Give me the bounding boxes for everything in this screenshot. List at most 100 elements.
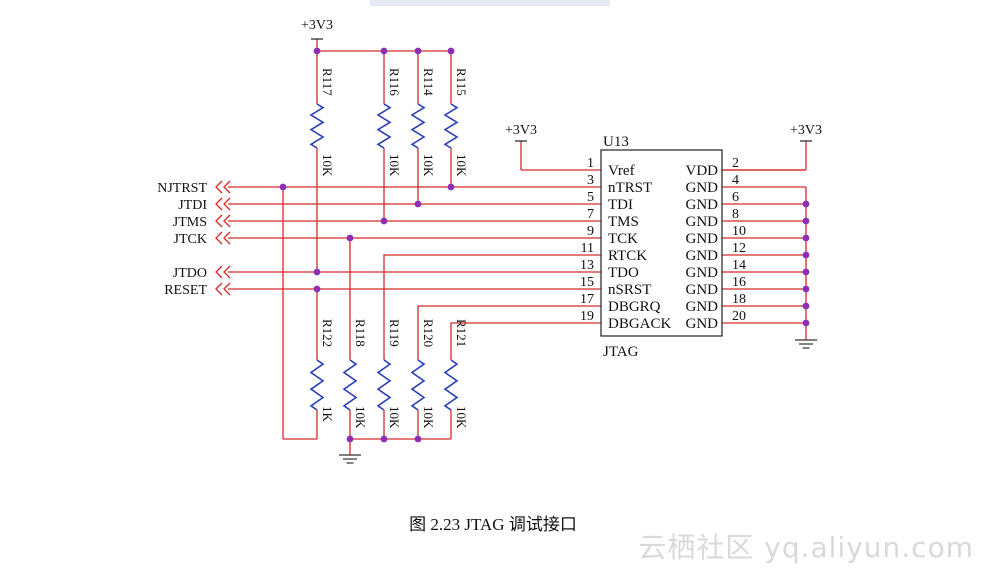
resistor-r118 bbox=[342, 359, 358, 411]
pin-number-right: 6 bbox=[732, 190, 739, 205]
pin-name-right: GND bbox=[686, 231, 719, 247]
pin-number-left: 11 bbox=[581, 241, 594, 256]
junction-dot bbox=[380, 217, 388, 225]
pin-name-right: GND bbox=[686, 197, 719, 213]
chevron-stroke bbox=[215, 214, 223, 228]
resistor-value-label: 10K bbox=[353, 406, 368, 429]
chevron-stroke bbox=[223, 282, 231, 296]
signal-chevron bbox=[215, 265, 231, 279]
resistor-ref-label: R116 bbox=[387, 68, 402, 96]
wire-dbgack-to-r121 bbox=[450, 322, 601, 360]
wire-rtck-to-r119 bbox=[383, 254, 530, 360]
pin-name-left: DBGRQ bbox=[608, 299, 661, 315]
pin-number-right: 4 bbox=[732, 173, 739, 188]
junction-dot bbox=[802, 234, 810, 242]
pin-number-right: 20 bbox=[732, 309, 746, 324]
resistor-value-label: 10K bbox=[454, 406, 469, 429]
junction-layer bbox=[279, 47, 810, 443]
junction-dot bbox=[380, 47, 388, 55]
resistor-value-label: 10K bbox=[421, 406, 436, 429]
resistor-ref-label: R119 bbox=[387, 319, 402, 347]
signal-chevron bbox=[215, 231, 231, 245]
pin-name-right: GND bbox=[686, 248, 719, 264]
pin-name-left: RTCK bbox=[608, 248, 647, 264]
chevron-stroke bbox=[223, 214, 231, 228]
resistor-value-label: 1K bbox=[320, 406, 335, 423]
chevron-stroke bbox=[223, 180, 231, 194]
signal-label-jtck: JTCK bbox=[174, 232, 207, 247]
chevron-stroke bbox=[215, 231, 223, 245]
pin-number-left: 9 bbox=[587, 224, 594, 239]
junction-dot bbox=[802, 217, 810, 225]
label-layer: +3V3 R117 10K R116 10K R114 10K R115 10K NJTRST JT… bbox=[157, 18, 822, 429]
resistor-r115 bbox=[443, 103, 459, 149]
pin-name-left: TCK bbox=[608, 231, 638, 247]
resistor-ref-label: R114 bbox=[421, 68, 436, 96]
resistor-ref-label: R117 bbox=[320, 68, 335, 96]
junction-dot bbox=[414, 200, 422, 208]
resistor-value-label: 10K bbox=[320, 154, 335, 177]
pin-number-left: 13 bbox=[580, 258, 594, 273]
pin-name-left: TDO bbox=[608, 265, 639, 281]
signal-label-njtrst: NJTRST bbox=[157, 181, 207, 196]
junction-dot bbox=[447, 183, 455, 191]
signal-chevron bbox=[215, 282, 231, 296]
pin-number-left: 7 bbox=[587, 207, 594, 222]
resistor-ref-label: R121 bbox=[454, 319, 469, 347]
junction-dot bbox=[346, 435, 354, 443]
resistor-value-label: 10K bbox=[421, 154, 436, 177]
junction-dot bbox=[346, 234, 354, 242]
junction-dot bbox=[313, 268, 321, 276]
signal-label-jtdo: JTDO bbox=[173, 266, 207, 281]
pin-number-left: 15 bbox=[580, 275, 594, 290]
resistor-ref-label: R120 bbox=[421, 319, 436, 347]
resistor-ref-label: R122 bbox=[320, 319, 335, 347]
junction-dot bbox=[414, 47, 422, 55]
chevron-stroke bbox=[223, 231, 231, 245]
chevron-stroke bbox=[223, 197, 231, 211]
junction-dot bbox=[380, 435, 388, 443]
junction-dot bbox=[802, 319, 810, 327]
pin-name-left: DBGACK bbox=[608, 316, 672, 332]
resistor-value-label: 10K bbox=[454, 154, 469, 177]
junction-dot bbox=[313, 285, 321, 293]
pin-name-right: GND bbox=[686, 214, 719, 230]
pin-number-right: 16 bbox=[732, 275, 746, 290]
pin-name-right: GND bbox=[686, 265, 719, 281]
chevron-stroke bbox=[215, 180, 223, 194]
supply-label-vref: +3V3 bbox=[505, 123, 537, 138]
resistor-ref-label: R115 bbox=[454, 68, 469, 96]
resistor-r117 bbox=[309, 103, 325, 149]
component-layer bbox=[215, 38, 817, 464]
pin-number-right: 10 bbox=[732, 224, 746, 239]
junction-dot bbox=[802, 200, 810, 208]
resistor-ref-label: R118 bbox=[353, 319, 368, 347]
signal-chevron bbox=[215, 197, 231, 211]
pin-name-left: TDI bbox=[608, 197, 633, 213]
pin-name-right: GND bbox=[686, 282, 719, 298]
pin-number-right: 18 bbox=[732, 292, 746, 307]
resistor-value-label: 10K bbox=[387, 406, 402, 429]
resistor-r114 bbox=[410, 103, 426, 149]
signal-label-reset: RESET bbox=[164, 283, 207, 298]
pin-number-right: 8 bbox=[732, 207, 739, 222]
ground-symbol-right bbox=[795, 339, 817, 349]
pin-number-right: 14 bbox=[732, 258, 746, 273]
junction-dot bbox=[802, 251, 810, 259]
chevron-stroke bbox=[215, 197, 223, 211]
junction-dot bbox=[313, 47, 321, 55]
chevron-stroke bbox=[223, 265, 231, 279]
pin-number-left: 1 bbox=[587, 156, 594, 171]
connector-ref: U13 bbox=[603, 134, 629, 150]
figure-caption: 图 2.23 JTAG 调试接口 bbox=[409, 515, 577, 534]
pin-name-left: nTRST bbox=[608, 180, 652, 196]
connector-name: JTAG bbox=[603, 344, 639, 360]
resistor-r120 bbox=[410, 359, 426, 411]
connector-body bbox=[600, 149, 723, 337]
pin-number-left: 3 bbox=[587, 173, 594, 188]
pin-name-right: GND bbox=[686, 299, 719, 315]
junction-dot bbox=[279, 183, 287, 191]
pin-number-right: 12 bbox=[732, 241, 746, 256]
signal-label-jtms: JTMS bbox=[173, 215, 207, 230]
